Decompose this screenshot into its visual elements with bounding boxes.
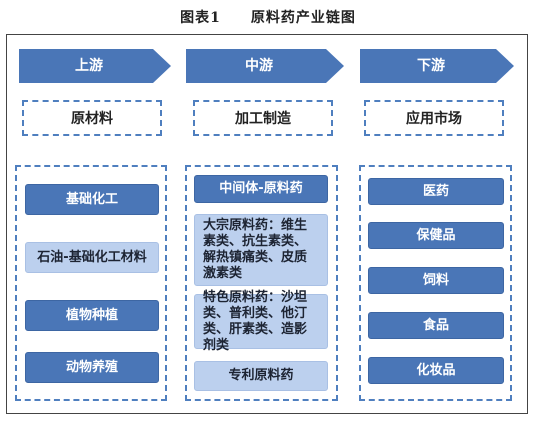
upstream-item: 植物种植 [25, 300, 159, 331]
arrow-upstream-label: 上游 [75, 58, 103, 74]
arrow-upstream: 上游 [19, 49, 171, 83]
stage-box-downstream: 应用市场 [364, 100, 504, 136]
downstream-item: 化妆品 [368, 357, 504, 384]
midstream-item: 特色原料药：沙坦类、普利类、他汀类、肝素类、造影剂类 [194, 290, 328, 353]
downstream-item: 饲料 [368, 267, 504, 294]
arrow-downstream-label: 下游 [417, 58, 445, 74]
midstream-item: 中间体-原料药 [194, 175, 328, 203]
downstream-item: 保健品 [368, 222, 504, 249]
stage-label-upstream: 原材料 [71, 111, 113, 127]
arrow-midstream: 中游 [186, 49, 344, 83]
downstream-item: 食品 [368, 312, 504, 339]
arrow-downstream: 下游 [360, 49, 514, 83]
stage-box-upstream: 原材料 [22, 100, 162, 136]
midstream-item: 大宗原料药：维生素类、抗生素类、解热镇痛类、皮质激素类 [194, 214, 328, 286]
downstream-item: 医药 [368, 178, 504, 205]
diagram-frame [6, 34, 528, 414]
midstream-item: 专利原料药 [194, 361, 328, 391]
upstream-item: 石油-基础化工材料 [25, 242, 159, 273]
upstream-item: 基础化工 [25, 184, 159, 215]
figure-title: 图表1 原料药产业链图 [180, 10, 356, 26]
stage-label-downstream: 应用市场 [406, 111, 462, 127]
stage-box-midstream: 加工制造 [193, 100, 333, 136]
stage-label-midstream: 加工制造 [235, 111, 291, 127]
arrow-midstream-label: 中游 [245, 58, 273, 74]
upstream-item: 动物养殖 [25, 352, 159, 383]
